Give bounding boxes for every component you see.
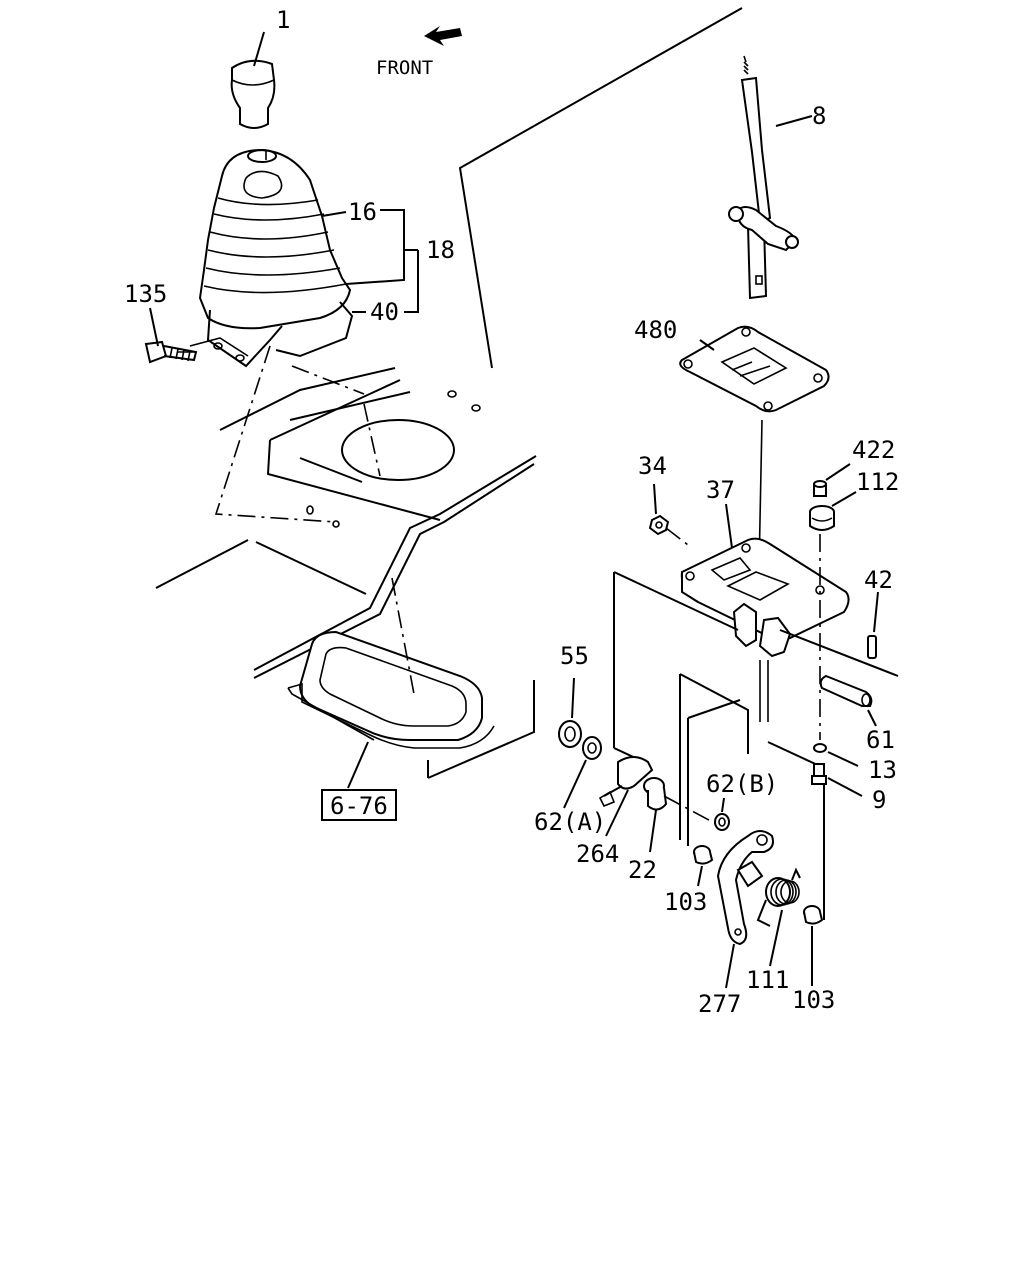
callout-61: 61 bbox=[866, 726, 895, 754]
bracket-frame-inner bbox=[679, 673, 749, 754]
floor-panel bbox=[155, 367, 537, 779]
leader-42 bbox=[873, 591, 879, 633]
leader-277 bbox=[725, 943, 735, 989]
leader-111 bbox=[769, 909, 783, 967]
leader-40 bbox=[352, 250, 419, 313]
lever-bracket-37 bbox=[680, 537, 850, 658]
leader-264 bbox=[605, 789, 629, 837]
axis-22 bbox=[663, 795, 721, 827]
leader-422 bbox=[825, 463, 851, 481]
leader-103-left bbox=[697, 865, 703, 887]
lever-277 bbox=[716, 830, 774, 946]
washer-62a bbox=[582, 736, 602, 760]
bushing-112 bbox=[809, 505, 835, 531]
leader-135 bbox=[149, 307, 159, 347]
callout-103-right: 103 bbox=[792, 986, 835, 1014]
leader-18b bbox=[345, 250, 405, 285]
leader-8 bbox=[775, 115, 813, 127]
axis-61 bbox=[779, 629, 899, 677]
axis-lever-hole bbox=[363, 403, 381, 477]
callout-40: 40 bbox=[370, 298, 399, 326]
callout-37: 37 bbox=[706, 476, 735, 504]
seal-55 bbox=[558, 720, 582, 748]
spring-111 bbox=[756, 867, 801, 927]
leader-9 bbox=[827, 777, 863, 797]
callout-62b: 62(B) bbox=[706, 770, 778, 798]
callout-13: 13 bbox=[868, 756, 897, 784]
leader-37 bbox=[725, 503, 733, 549]
axis-34 bbox=[665, 527, 693, 549]
cap-422 bbox=[813, 480, 827, 497]
callout-480: 480 bbox=[634, 316, 677, 344]
leader-6-76 bbox=[347, 741, 369, 789]
callout-422: 422 bbox=[852, 436, 895, 464]
front-arrow-icon bbox=[424, 26, 462, 46]
callout-1: 1 bbox=[276, 6, 290, 34]
shaft-61 bbox=[819, 674, 873, 707]
leader-62b bbox=[721, 797, 725, 813]
callout-111: 111 bbox=[746, 966, 789, 994]
callout-42: 42 bbox=[864, 566, 893, 594]
leader-112 bbox=[831, 491, 857, 507]
leader-34 bbox=[653, 483, 657, 515]
leader-62a bbox=[563, 759, 587, 809]
boot-retainer-plate bbox=[189, 301, 354, 368]
bushing-103-right bbox=[803, 905, 824, 925]
callout-55: 55 bbox=[560, 642, 589, 670]
reference-line-rod bbox=[458, 7, 743, 369]
reference-box-label: 6-76 bbox=[330, 792, 388, 820]
callout-112: 112 bbox=[856, 468, 899, 496]
callout-277: 277 bbox=[698, 990, 741, 1018]
callout-18: 18 bbox=[426, 236, 455, 264]
callout-264: 264 bbox=[576, 840, 619, 868]
reference-box-frame bbox=[321, 789, 397, 821]
plate-480 bbox=[679, 325, 830, 413]
front-direction-label: FRONT bbox=[376, 57, 433, 79]
bracket-frame-mid bbox=[687, 699, 741, 719]
callout-9: 9 bbox=[872, 786, 886, 814]
nut-34 bbox=[648, 514, 670, 536]
callout-8: 8 bbox=[812, 102, 826, 130]
washer-13 bbox=[813, 743, 827, 753]
callout-16: 16 bbox=[348, 198, 377, 226]
bracket-frame-top bbox=[613, 571, 739, 631]
floor-gasket bbox=[287, 630, 495, 749]
callout-62a: 62(A) bbox=[534, 808, 606, 836]
axis-bolt-hole bbox=[214, 345, 337, 523]
leader-55 bbox=[571, 677, 575, 719]
axis-plate bbox=[291, 365, 365, 395]
shift-knob bbox=[230, 59, 276, 129]
pin-42 bbox=[867, 635, 877, 659]
callout-135: 135 bbox=[124, 280, 167, 308]
bushing-103-left bbox=[693, 845, 714, 865]
axis-gasket bbox=[391, 577, 415, 695]
leader-16 bbox=[321, 211, 347, 217]
leader-1 bbox=[253, 31, 265, 67]
washer-62b bbox=[714, 813, 730, 831]
leader-480 bbox=[699, 339, 715, 351]
callout-103-left: 103 bbox=[664, 888, 707, 916]
callout-34: 34 bbox=[638, 452, 667, 480]
leader-13 bbox=[827, 751, 859, 767]
leader-18 bbox=[380, 209, 418, 251]
shift-lever-rod bbox=[728, 55, 799, 300]
leader-61 bbox=[867, 709, 877, 727]
bolt-9 bbox=[811, 763, 827, 785]
collar-22 bbox=[643, 777, 668, 811]
lever-264 bbox=[598, 756, 654, 808]
callout-22: 22 bbox=[628, 856, 657, 884]
leader-22 bbox=[649, 809, 657, 853]
shift-boot bbox=[198, 148, 352, 330]
